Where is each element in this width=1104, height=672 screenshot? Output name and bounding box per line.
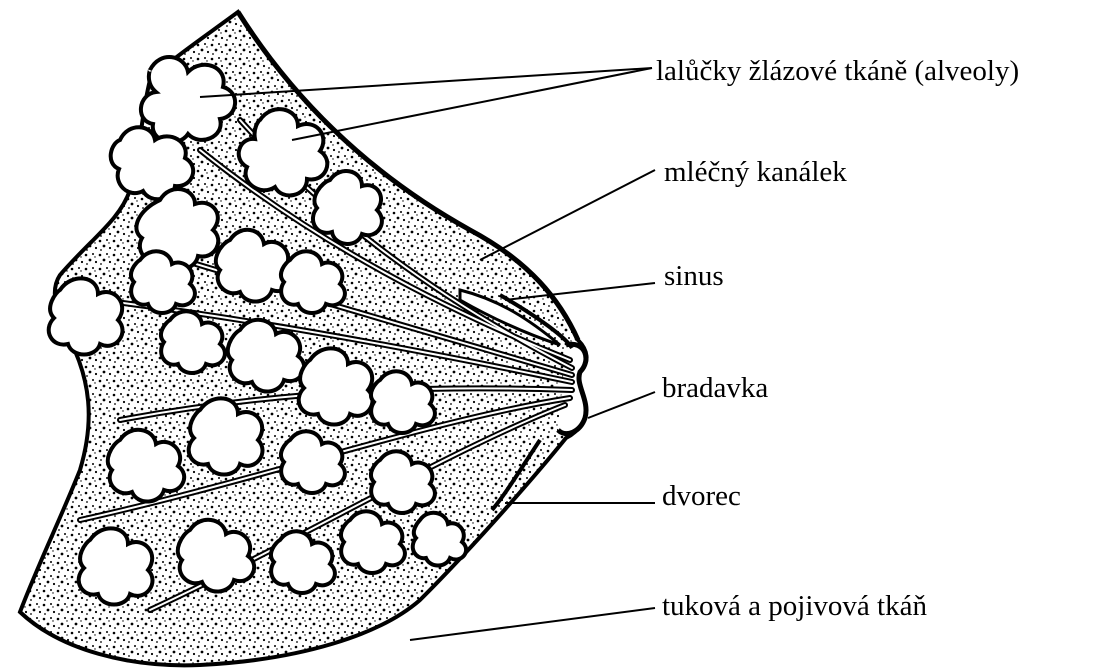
leader-tukova bbox=[410, 608, 655, 640]
label-fat-tissue: tuková a pojivová tkáň bbox=[662, 592, 927, 621]
leader-kanalek bbox=[480, 170, 655, 260]
label-alveoli: lalůčky žlázové tkáně (alveoly) bbox=[656, 57, 1019, 86]
label-areola: dvorec bbox=[662, 482, 741, 511]
label-nipple: bradavka bbox=[662, 374, 768, 403]
leader-bradavka bbox=[588, 392, 655, 418]
label-sinus: sinus bbox=[664, 262, 724, 291]
label-milk-duct: mléčný kanálek bbox=[664, 158, 847, 187]
